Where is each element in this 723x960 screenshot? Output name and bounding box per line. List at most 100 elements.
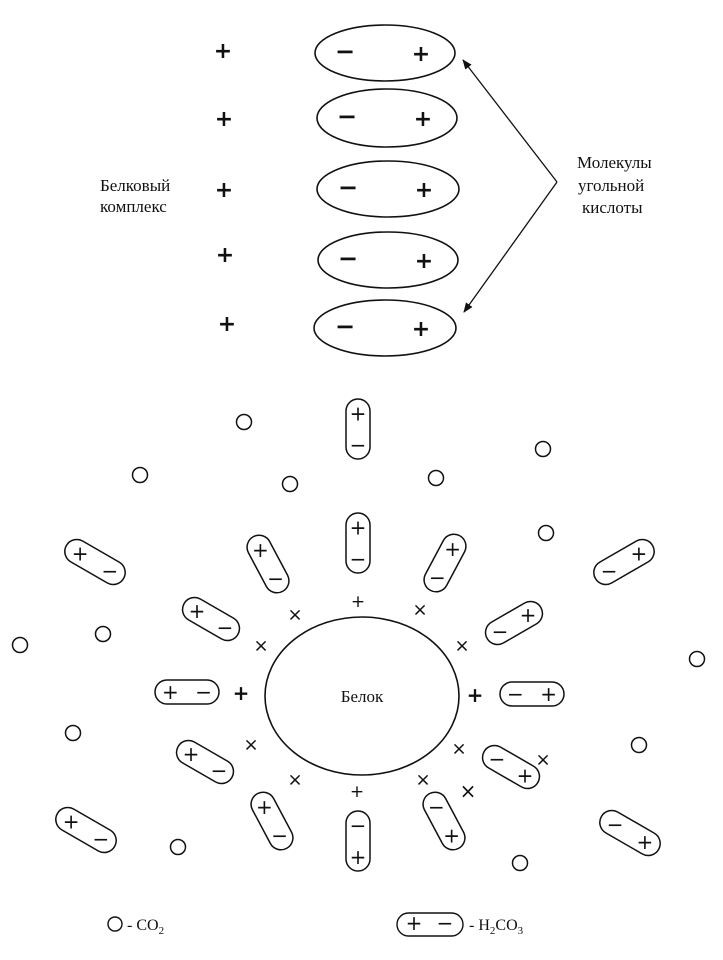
minus-charge: −	[92, 827, 109, 851]
plus-charge: +	[412, 42, 430, 67]
molecule-outline	[317, 231, 459, 289]
protein-complex-diagram: +++++ −+−+−+−+−+ Белковый комплекс Молек…	[100, 24, 652, 357]
legend-h2co3-label: - H2CO3	[469, 917, 524, 937]
co2-circle	[281, 475, 299, 493]
minus-charge: −	[507, 682, 524, 706]
h2co3-capsule: +−	[175, 739, 235, 785]
h2co3-capsule: +−	[599, 809, 661, 857]
carbonic-acid-molecule: −+	[313, 299, 457, 357]
surface-charge: ×	[287, 769, 302, 790]
surface-charge: +	[351, 592, 365, 612]
capsule-outline	[345, 512, 371, 574]
protein-complex-label-line1: Белковый	[100, 176, 170, 195]
legend: - CO2 + − - H2CO3	[107, 911, 524, 937]
minus-charge: −	[429, 565, 446, 589]
carbonic-acid-molecules: −+−+−+−+−+	[313, 24, 460, 357]
capsule-outline	[599, 809, 661, 857]
molecule-outline	[313, 299, 457, 357]
arrow-to-bottom-molecule	[463, 181, 558, 313]
carbonic-acid-molecule: −+	[316, 88, 458, 148]
co2-circle	[11, 636, 29, 654]
surface-charge: ×	[412, 599, 427, 620]
plus-charge: +	[414, 107, 432, 132]
surface-charge: ×	[287, 604, 302, 625]
co2-molecules	[11, 413, 706, 872]
h2co3-capsule: +−	[423, 533, 467, 593]
h2co3-capsule: +−	[481, 744, 541, 790]
plus-charge: +	[350, 402, 367, 426]
legend-plus-symbol: +	[406, 911, 423, 935]
minus-charge: −	[338, 174, 358, 202]
h2co3-capsule: +−	[246, 534, 290, 594]
plus-charge: +	[189, 599, 206, 623]
plus-charge: +	[252, 538, 269, 562]
minus-charge: −	[601, 559, 618, 583]
plus-charge: +	[415, 178, 433, 203]
protein-complex-charges: +++++	[214, 39, 236, 337]
minus-charge: −	[211, 758, 228, 782]
plus-charge: +	[218, 312, 236, 337]
capsule-outline	[345, 398, 371, 460]
plus-charge: +	[630, 542, 647, 566]
co2-circle	[94, 625, 112, 643]
plus-charge: +	[415, 249, 433, 274]
plus-charge: +	[517, 763, 534, 787]
minus-charge: −	[335, 313, 355, 341]
h2co3-capsule: +−	[422, 791, 466, 851]
protein-label: Белок	[341, 687, 384, 706]
h2co3-capsule: +−	[593, 538, 655, 586]
capsule-outline	[246, 534, 290, 594]
co2-circle	[688, 650, 706, 668]
minus-charge: −	[350, 433, 367, 457]
capsule-outline	[250, 791, 294, 851]
protein-surface-charges: ++++××××××××××	[233, 592, 551, 803]
molecules-label-line2: угольной	[578, 176, 644, 195]
surface-charge: +	[233, 681, 250, 705]
capsule-outline	[593, 538, 655, 586]
molecule-outline	[314, 24, 456, 82]
plus-charge: +	[520, 603, 537, 627]
h2co3-capsule: +−	[55, 806, 117, 854]
minus-charge: −	[267, 566, 284, 590]
plus-charge: +	[162, 680, 179, 704]
minus-charge: −	[489, 747, 506, 771]
minus-charge: −	[607, 813, 624, 837]
protein-complex-label-line2: комплекс	[100, 197, 167, 216]
capsule-outline	[484, 600, 544, 646]
legend-h2co3-icon: + −	[396, 911, 464, 937]
h2co3-capsule: +−	[250, 791, 294, 851]
co2-circle	[235, 413, 253, 431]
minus-charge: −	[195, 680, 212, 704]
protein-body	[264, 616, 460, 776]
capsule-outline	[481, 744, 541, 790]
surface-charge: +	[467, 683, 484, 707]
plus-charge: +	[215, 178, 233, 203]
plus-charge: +	[63, 810, 80, 834]
h2co3-capsule: +−	[345, 512, 371, 574]
molecules-label-line3: кислоты	[582, 198, 643, 217]
surface-charge: ×	[415, 769, 430, 790]
minus-charge: −	[271, 823, 288, 847]
plus-charge: +	[256, 795, 273, 819]
plus-charge: +	[412, 317, 430, 342]
co2-circle	[169, 838, 187, 856]
capsule-outline	[422, 791, 466, 851]
minus-charge: −	[101, 559, 118, 583]
surface-charge: ×	[535, 749, 550, 770]
arrow-to-top-molecule	[462, 59, 558, 183]
plus-charge: +	[214, 39, 232, 64]
capsule-outline	[181, 596, 241, 642]
plus-charge: +	[636, 830, 653, 854]
co2-circle	[537, 524, 555, 542]
carbonic-acid-molecule: −+	[317, 231, 459, 289]
h2co3-capsule: +−	[484, 600, 544, 646]
co2-circle	[630, 736, 648, 754]
legend-co2-label: - CO2	[127, 917, 164, 937]
surface-charge: ×	[460, 779, 477, 803]
h2co3-molecules: +−+−+−+−+−+−+−+−+−+−+−+−+−+−+−+−+−	[55, 398, 661, 872]
minus-charge: −	[338, 245, 358, 273]
molecule-outline	[316, 160, 460, 218]
plus-charge: +	[540, 682, 557, 706]
